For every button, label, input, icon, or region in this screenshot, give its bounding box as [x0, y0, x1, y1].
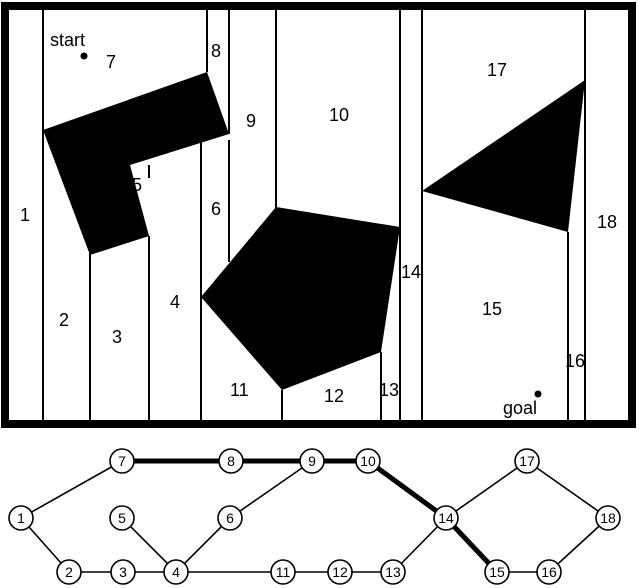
- cell-label: 9: [246, 111, 256, 131]
- node-circle: [536, 559, 562, 585]
- graph-node-2: 2: [56, 559, 82, 585]
- cell-label: 8: [211, 41, 221, 61]
- node-label: 12: [332, 564, 348, 580]
- node-label: 2: [65, 564, 73, 580]
- node-circle: [380, 559, 406, 585]
- node-label: 8: [227, 453, 235, 469]
- graph-edge-14-17: [445, 460, 528, 519]
- graph-node-3: 3: [110, 559, 136, 585]
- cell-label: 2: [59, 310, 69, 330]
- node-circle: [433, 505, 459, 531]
- graph-node-7: 7: [109, 448, 135, 474]
- node-label: 17: [519, 453, 535, 469]
- triangle-obstacle: [422, 80, 585, 232]
- node-label: 11: [276, 564, 291, 580]
- cell-label: 16: [565, 351, 585, 371]
- node-circle: [484, 559, 510, 585]
- node-circle: [217, 505, 243, 531]
- node-circle: [56, 559, 82, 585]
- graph-node-8: 8: [218, 448, 244, 474]
- graph-edge-16-18: [548, 517, 609, 573]
- graph-node-13: 13: [380, 559, 406, 585]
- node-label: 13: [385, 564, 401, 580]
- graph-node-4: 4: [163, 559, 189, 585]
- graph-node-18: 18: [595, 505, 621, 531]
- graph-edges: [20, 458, 609, 574]
- cell-label: 4: [170, 292, 180, 312]
- node-label: 7: [118, 453, 126, 469]
- node-circle: [163, 559, 189, 585]
- node-label: 10: [360, 453, 376, 469]
- cell-label: 5: [132, 175, 142, 195]
- l-shaped-obstacle: [43, 72, 229, 255]
- graph-node-9: 9: [299, 448, 325, 474]
- node-circle: [355, 448, 381, 474]
- cell-boundaries: [42, 10, 586, 420]
- node-circle: [8, 505, 34, 531]
- cell-label: 14: [401, 262, 421, 282]
- cell-label: 10: [329, 105, 349, 125]
- graph-edge-1-7: [20, 460, 123, 519]
- cell-label: 11: [230, 380, 249, 400]
- graph-node-12: 12: [327, 559, 353, 585]
- path-edge-10-14: [366, 458, 448, 521]
- cell-label: 7: [106, 52, 116, 72]
- start-label: start: [50, 30, 85, 50]
- node-circle: [327, 559, 353, 585]
- node-label: 6: [226, 510, 234, 526]
- cell-label: 12: [324, 386, 344, 406]
- cell-labels: 1 2 3 4 5 6 7 8 9 10 11 12 13 14 15 16 1…: [20, 41, 617, 406]
- node-circle: [109, 448, 135, 474]
- node-label: 15: [489, 564, 505, 580]
- graph-node-10: 10: [355, 448, 381, 474]
- graph-edge-6-9: [229, 460, 313, 519]
- node-circle: [514, 448, 540, 474]
- pentagon-obstacle: [201, 207, 400, 390]
- graph-node-5: 5: [109, 505, 135, 531]
- node-label: 1: [17, 510, 25, 526]
- graph-node-16: 16: [536, 559, 562, 585]
- cell-label: 18: [597, 212, 617, 232]
- node-label: 14: [438, 510, 454, 526]
- node-circle: [109, 505, 135, 531]
- start-point: [80, 52, 88, 60]
- graph-node-14: 14: [433, 505, 459, 531]
- node-label: 16: [541, 564, 557, 580]
- node-circle: [299, 448, 325, 474]
- node-label: 9: [308, 453, 316, 469]
- node-label: 3: [119, 564, 127, 580]
- node-label: 4: [172, 564, 180, 580]
- graph-edge-17-18: [526, 460, 609, 519]
- node-circle: [218, 448, 244, 474]
- graph-node-15: 15: [484, 559, 510, 585]
- node-circle: [110, 559, 136, 585]
- graph-node-17: 17: [514, 448, 540, 474]
- node-circle: [270, 559, 296, 585]
- graph-node-11: 11: [270, 559, 296, 585]
- cell-label: 15: [482, 299, 502, 319]
- cell-label: 6: [211, 199, 221, 219]
- node-label: 18: [600, 510, 616, 526]
- goal-label: goal: [503, 398, 537, 418]
- cell-label: 13: [379, 380, 399, 400]
- obstacles: [43, 72, 585, 390]
- graph-node-1: 1: [8, 505, 34, 531]
- goal-point: [534, 390, 542, 398]
- node-label: 5: [118, 510, 126, 526]
- node-circle: [595, 505, 621, 531]
- cell-label: 17: [487, 60, 507, 80]
- cell-label: 1: [20, 205, 30, 225]
- cell-label: 3: [112, 327, 122, 347]
- map-panel: start goal 1 2 3 4 5 6 7 8 9 10 11 12 13…: [1, 2, 636, 428]
- graph-node-6: 6: [217, 505, 243, 531]
